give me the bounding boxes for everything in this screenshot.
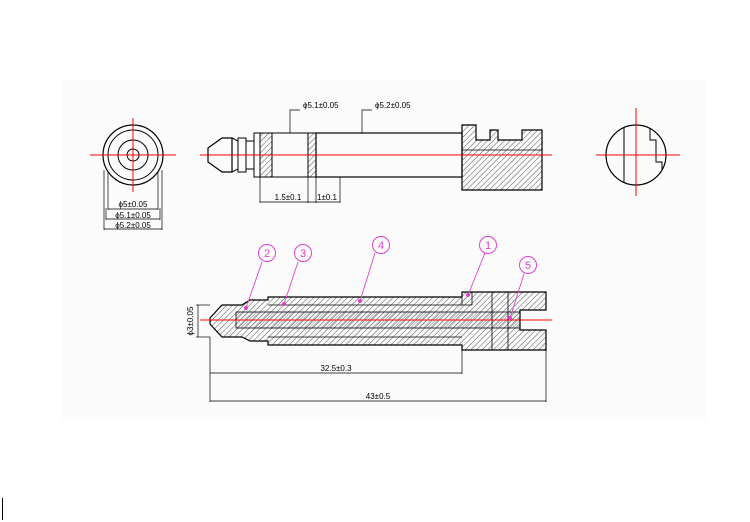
drawing-panel — [62, 80, 706, 420]
side-dim-top-2: ϕ5.2±0.05 — [375, 101, 411, 110]
balloon-5-label: 5 — [525, 260, 531, 272]
balloon-5: 5 — [508, 256, 537, 320]
balloon-4: 4 — [358, 236, 390, 303]
section-dim-length-1: 32.5±0.3 — [320, 364, 352, 373]
section-dim-vertical: ϕ3±0.05 — [186, 306, 195, 335]
front-dim-1: ϕ5±0.05 — [119, 200, 148, 209]
balloon-1: 1 — [466, 236, 497, 297]
side-view: ϕ5.1±0.05 ϕ5.2±0.05 1.5±0.1 1±0.1 — [200, 101, 552, 203]
side-dim-bottom-1: 1.5±0.1 — [275, 193, 302, 202]
section-view: ϕ3±0.05 32.5±0.3 43±0.5 2 3 — [186, 236, 552, 402]
corner-mark — [2, 498, 3, 520]
balloon-2-label: 2 — [264, 248, 270, 260]
balloon-3-label: 3 — [300, 248, 306, 260]
balloon-1-label: 1 — [485, 240, 491, 252]
front-dim-3: ϕ5.2±0.05 — [115, 221, 151, 230]
section-dim-length-2: 43±0.5 — [366, 392, 391, 401]
front-view: ϕ5±0.05 ϕ5.1±0.05 ϕ5.2±0.05 — [90, 118, 176, 230]
front-dim-2: ϕ5.1±0.05 — [115, 211, 151, 220]
rear-view — [596, 108, 680, 196]
balloon-3: 3 — [282, 244, 312, 306]
side-dim-top-1: ϕ5.1±0.05 — [303, 101, 339, 110]
balloon-4-label: 4 — [378, 240, 384, 252]
side-dim-bottom-2: 1±0.1 — [317, 193, 338, 202]
balloon-2: 2 — [244, 244, 276, 310]
